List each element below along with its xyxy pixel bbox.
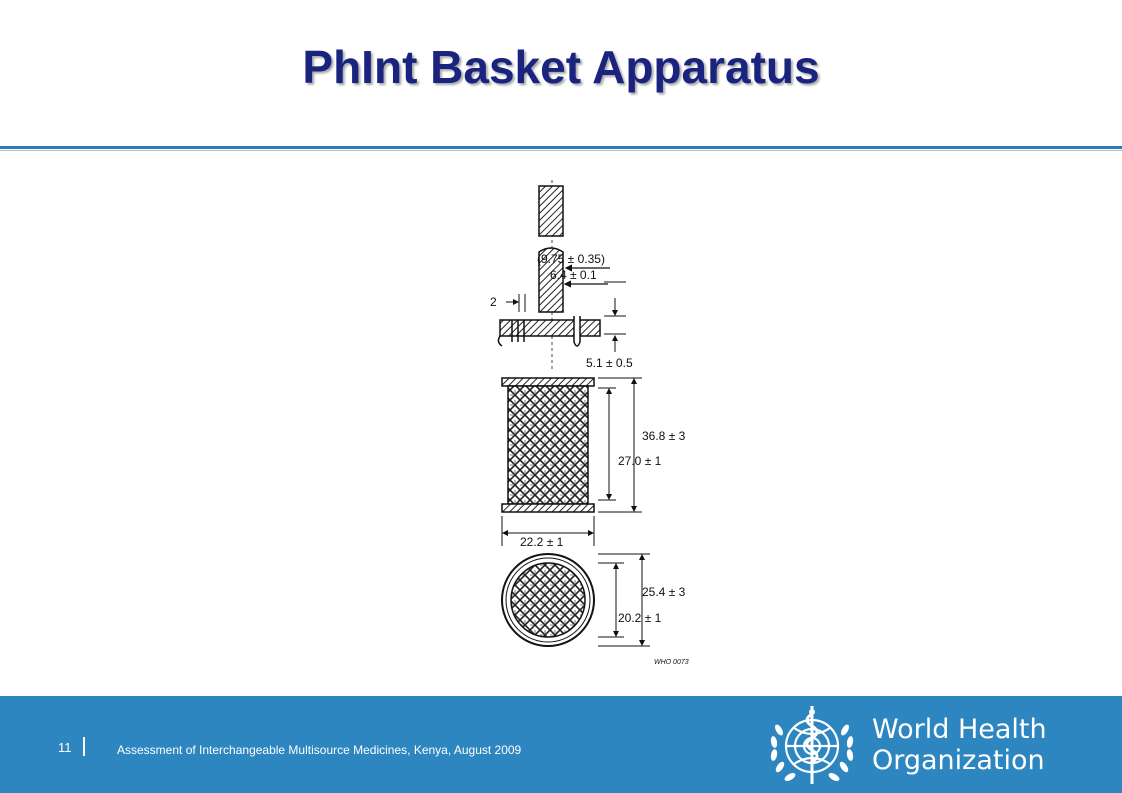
label-base-inner: 20.2 ± 1 xyxy=(618,611,662,625)
basket-top-rim xyxy=(501,377,595,387)
page-number: 11 xyxy=(58,740,72,755)
footer-bar: 11 Assessment of Interchangeable Multiso… xyxy=(0,696,1122,793)
basket-bottom-rim xyxy=(501,503,595,513)
who-name-line2: Organization xyxy=(872,745,1045,776)
un-emblem-icon xyxy=(770,706,854,784)
footer-caption: Assessment of Interchangeable Multisourc… xyxy=(117,743,522,757)
label-shaft-outer: (9.75 ± 0.35) xyxy=(537,252,605,266)
who-wordmark: World Health Organization xyxy=(872,714,1047,776)
basket-base-mesh xyxy=(510,562,586,638)
label-basket-height: 36.8 ± 3 xyxy=(642,429,686,443)
label-gap: 5.1 ± 0.5 xyxy=(586,356,633,370)
title-divider-light xyxy=(0,150,1122,151)
label-basket-width: 22.2 ± 1 xyxy=(520,535,564,549)
who-name-line1: World Health xyxy=(872,714,1047,745)
label-screen-height: 27.0 ± 1 xyxy=(618,454,662,468)
who-logo: World Health Organization xyxy=(762,700,1062,788)
footer-separator xyxy=(83,737,85,756)
title-divider xyxy=(0,146,1122,149)
slide-title: PhInt Basket Apparatus xyxy=(302,41,820,93)
label-shaft-inner: 6.4 ± 0.1 xyxy=(550,268,597,282)
figure-code: WHO 0073 xyxy=(654,659,689,666)
shaft-lower xyxy=(538,247,564,313)
shaft-top xyxy=(538,185,564,237)
basket-mesh xyxy=(507,385,589,505)
label-vent-width: 2 xyxy=(490,295,497,309)
basket-apparatus-diagram: (9.75 ± 0.35) 6.4 ± 0.1 2 5.1 ± 0.5 36.8… xyxy=(380,160,760,680)
basket-lid xyxy=(499,319,601,337)
label-base-outer: 25.4 ± 3 xyxy=(642,585,686,599)
